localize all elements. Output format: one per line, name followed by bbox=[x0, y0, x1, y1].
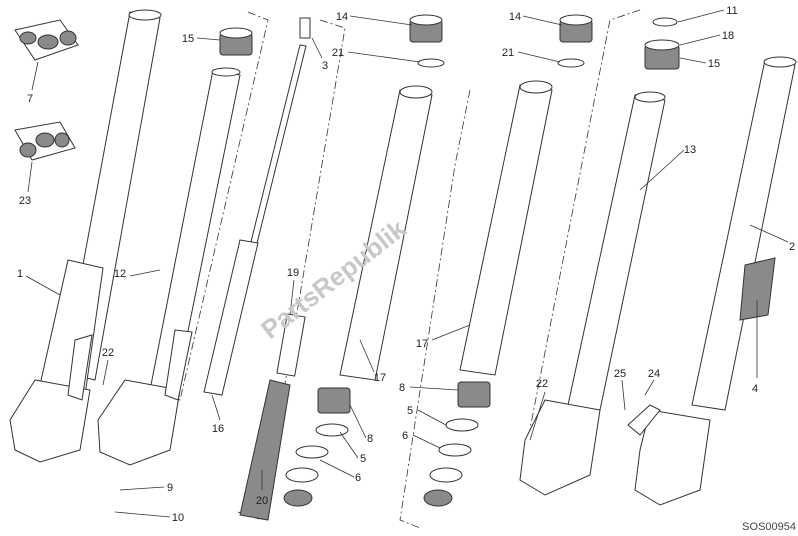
callout-17b: 17 bbox=[416, 338, 428, 350]
callout-8: 8 bbox=[367, 433, 373, 445]
callout-11: 11 bbox=[726, 5, 737, 17]
callout-15b: 15 bbox=[708, 58, 720, 70]
fork-leg-12 bbox=[97, 67, 241, 466]
leader-lines bbox=[25, 9, 789, 518]
callout-25: 25 bbox=[614, 368, 626, 380]
callout-5: 5 bbox=[360, 453, 366, 465]
callout-24: 24 bbox=[648, 368, 660, 380]
callout-4: 4 bbox=[752, 383, 758, 395]
callout-1: 1 bbox=[17, 268, 23, 280]
protector-4 bbox=[739, 257, 776, 321]
pad-set-23 bbox=[14, 121, 76, 161]
callout-14b: 14 bbox=[509, 11, 521, 23]
cap-15-left bbox=[219, 27, 253, 56]
callout-labels: 7 23 1 12 15 3 16 19 20 22 9 10 14 21 17… bbox=[17, 5, 795, 524]
callout-19: 19 bbox=[287, 267, 299, 279]
fork-leg-1 bbox=[9, 9, 162, 463]
callout-6: 6 bbox=[355, 472, 361, 484]
callout-16: 16 bbox=[212, 423, 224, 435]
callout-21: 21 bbox=[332, 47, 344, 59]
fork-leg-2 bbox=[627, 56, 797, 506]
callout-3: 3 bbox=[322, 60, 328, 72]
callout-18: 18 bbox=[722, 30, 734, 42]
callout-14: 14 bbox=[336, 11, 348, 23]
callout-13: 13 bbox=[684, 144, 696, 156]
callout-22b: 22 bbox=[536, 378, 548, 390]
assembly-bracket-mid-left bbox=[237, 19, 346, 521]
drawing-code: SOS00954 bbox=[742, 521, 796, 533]
fork-tube-17-right bbox=[423, 14, 593, 507]
callout-5b: 5 bbox=[407, 405, 413, 417]
callout-7: 7 bbox=[27, 93, 33, 105]
pad-set-7 bbox=[14, 19, 79, 61]
callout-23: 23 bbox=[19, 195, 31, 207]
tube-16 bbox=[203, 239, 259, 396]
callout-15: 15 bbox=[182, 33, 194, 45]
fork-leg-13 bbox=[519, 17, 680, 496]
callout-12: 12 bbox=[114, 268, 126, 280]
callout-22: 22 bbox=[102, 347, 114, 359]
bracket-24 bbox=[627, 404, 661, 436]
fork-tube-17-left bbox=[283, 14, 445, 507]
callout-9: 9 bbox=[167, 482, 173, 494]
callout-21b: 21 bbox=[502, 47, 514, 59]
callout-6b: 6 bbox=[402, 430, 408, 442]
assembly-bracket-mid bbox=[399, 89, 471, 529]
callout-10: 10 bbox=[172, 512, 184, 524]
callout-20: 20 bbox=[256, 495, 268, 507]
callout-17: 17 bbox=[374, 372, 386, 384]
spring-20 bbox=[239, 313, 306, 521]
callout-2: 2 bbox=[789, 241, 795, 253]
callout-8b: 8 bbox=[399, 382, 405, 394]
